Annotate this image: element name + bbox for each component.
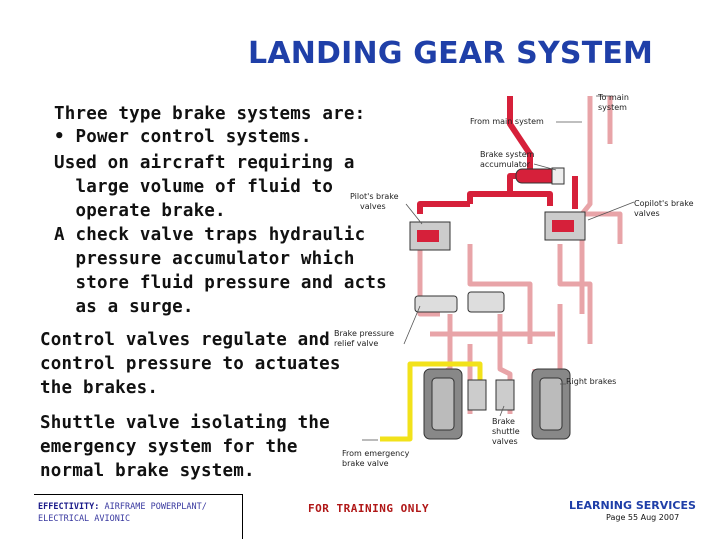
body-line: A check valve traps hydraulic bbox=[54, 225, 366, 245]
label-pilot-valves-2: valves bbox=[360, 202, 386, 211]
label-relief-valve-2: relief valve bbox=[334, 339, 378, 348]
svg-text:shuttle: shuttle bbox=[492, 427, 520, 436]
body-line: • Power control systems. bbox=[54, 127, 312, 147]
label-accumulator-2: accumulator bbox=[480, 160, 531, 169]
svg-text:Brake system: Brake system bbox=[480, 150, 535, 159]
svg-text:Brake pressure: Brake pressure bbox=[334, 329, 394, 338]
label-emergency: From emergency bbox=[342, 449, 410, 458]
svg-text:To main: To main bbox=[597, 93, 629, 102]
body-line: the brakes. bbox=[40, 378, 159, 398]
svg-text:brake valve: brake valve bbox=[342, 459, 389, 468]
page-info: Page 55 Aug 2007 bbox=[606, 513, 680, 522]
svg-text:system: system bbox=[598, 103, 627, 112]
label-accumulator: Brake system bbox=[480, 150, 535, 159]
body-line: normal brake system. bbox=[40, 461, 255, 481]
label-emergency-2: brake valve bbox=[342, 459, 389, 468]
svg-text:valves: valves bbox=[492, 437, 518, 446]
body-line: Three type brake systems are: bbox=[54, 104, 366, 124]
label-from-main: From main system bbox=[470, 117, 544, 126]
svg-text:Copilot's brake: Copilot's brake bbox=[634, 199, 694, 208]
body-line: emergency system for the bbox=[40, 437, 298, 457]
body-line: operate brake. bbox=[54, 201, 226, 221]
svg-text:From main system: From main system bbox=[470, 117, 544, 126]
page-title: LANDING GEAR SYSTEM bbox=[248, 36, 654, 71]
label-pilot-valves: Pilot's brake bbox=[350, 192, 399, 201]
svg-text:accumulator: accumulator bbox=[480, 160, 531, 169]
label-shuttle-2: shuttle bbox=[492, 427, 520, 436]
body-line: Control valves regulate and bbox=[40, 330, 330, 350]
body-line: pressure accumulator which bbox=[54, 249, 355, 269]
svg-text:valves: valves bbox=[360, 202, 386, 211]
effectivity-box bbox=[34, 494, 243, 539]
svg-text:Pilot's brake: Pilot's brake bbox=[350, 192, 399, 201]
brake-system-diagram: To main system From main system Brake sy… bbox=[334, 86, 700, 476]
label-to-main-2: system bbox=[598, 103, 627, 112]
body-line: Used on aircraft requiring a bbox=[54, 153, 355, 173]
body-line: Shuttle valve isolating the bbox=[40, 413, 330, 433]
effectivity-label: EFFECTIVITY: bbox=[38, 502, 100, 512]
label-relief-valve: Brake pressure bbox=[334, 329, 394, 338]
training-notice: FOR TRAINING ONLY bbox=[308, 502, 430, 515]
svg-text:relief valve: relief valve bbox=[334, 339, 378, 348]
label-to-main: To main bbox=[597, 93, 629, 102]
body-line: large volume of fluid to bbox=[54, 177, 334, 197]
learning-services: LEARNING SERVICES bbox=[569, 499, 696, 512]
label-shuttle-3: valves bbox=[492, 437, 518, 446]
svg-text:From emergency: From emergency bbox=[342, 449, 410, 458]
svg-text:Brake: Brake bbox=[492, 417, 515, 426]
label-copilot-valves: Copilot's brake bbox=[634, 199, 694, 208]
svg-text:valves: valves bbox=[634, 209, 660, 218]
label-shuttle: Brake bbox=[492, 417, 515, 426]
body-line: store fluid pressure and acts bbox=[54, 273, 387, 293]
effectivity-value-2: ELECTRICAL AVIONIC bbox=[38, 514, 131, 524]
label-copilot-valves-2: valves bbox=[634, 209, 660, 218]
body-line: control pressure to actuates bbox=[40, 354, 341, 374]
svg-text:Right brakes: Right brakes bbox=[566, 377, 616, 386]
label-right-brakes: Right brakes bbox=[566, 377, 616, 386]
effectivity: EFFECTIVITY: AIRFRAME POWERPLANT/ bbox=[38, 502, 207, 512]
body-line: as a surge. bbox=[54, 297, 194, 317]
effectivity-value: AIRFRAME POWERPLANT/ bbox=[104, 502, 207, 512]
